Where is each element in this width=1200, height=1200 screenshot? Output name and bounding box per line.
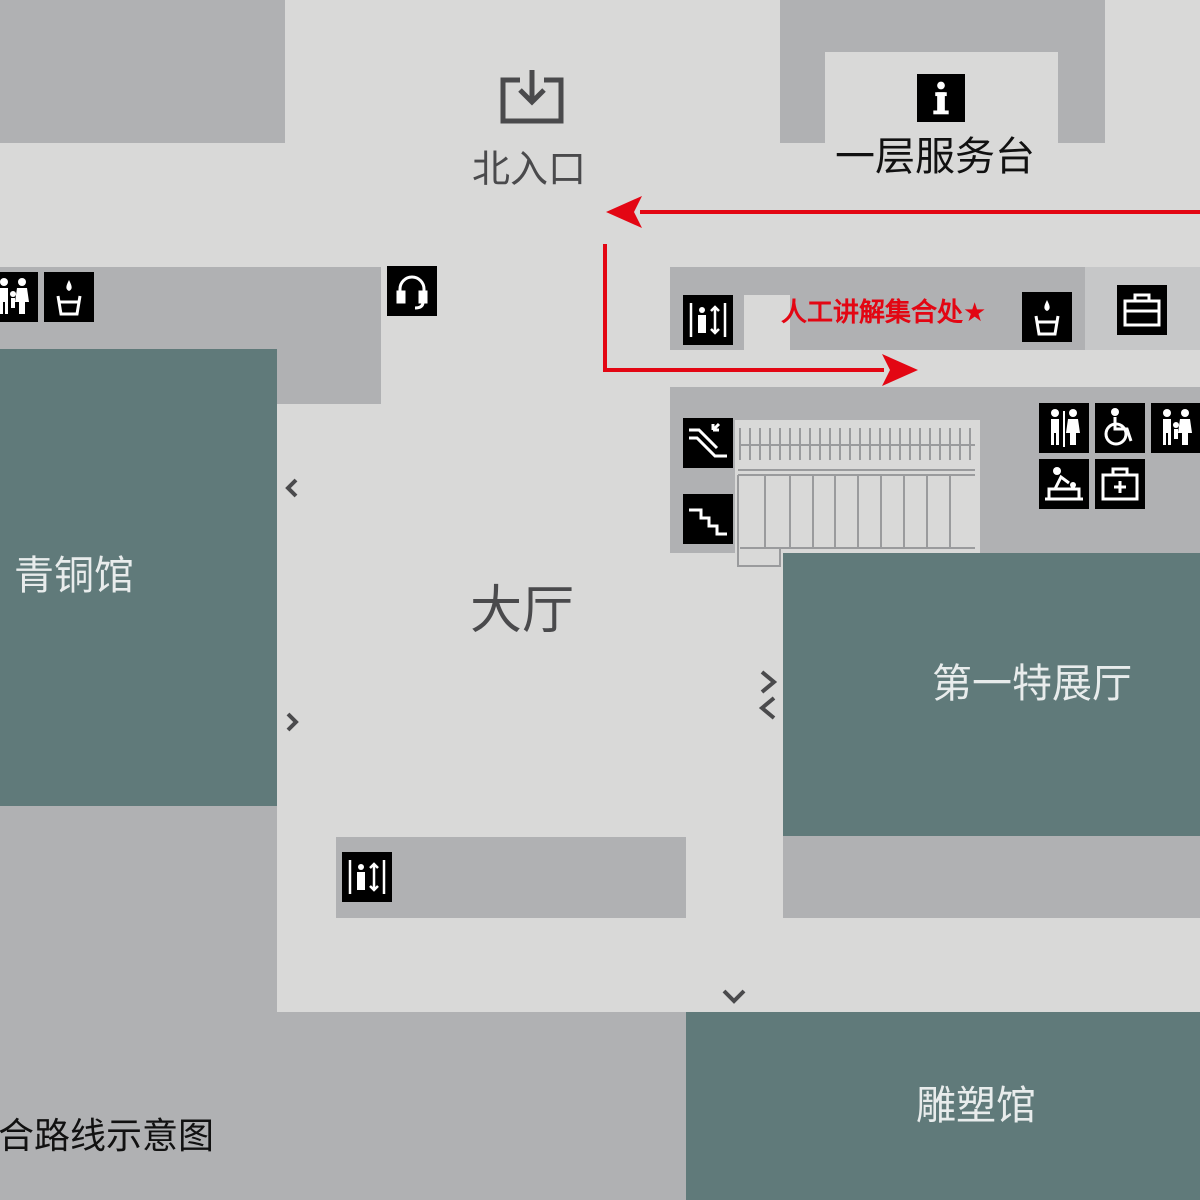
block-right-corridor-gap bbox=[744, 295, 790, 350]
locker-icon[interactable] bbox=[1117, 285, 1167, 335]
route-caption: 合路线示意图 bbox=[0, 1116, 215, 1157]
info-icon[interactable] bbox=[917, 74, 965, 122]
nursing-room-icon[interactable] bbox=[1039, 459, 1089, 509]
family-restroom-icon-2[interactable] bbox=[1151, 403, 1200, 453]
special-hall-1-label: 第一特展厅 bbox=[932, 661, 1132, 707]
sculpture-hall-label: 雕塑馆 bbox=[916, 1083, 1036, 1129]
entrance-icon[interactable] bbox=[500, 68, 564, 124]
bronze-hall-label: 青铜馆 bbox=[14, 553, 134, 599]
sculpture-hall[interactable] bbox=[686, 1012, 1200, 1200]
stairs-icon[interactable] bbox=[683, 494, 733, 544]
drinking-water-icon[interactable] bbox=[44, 272, 94, 322]
staircase-drawing bbox=[737, 428, 975, 567]
chevron-down-icon bbox=[722, 989, 746, 1004]
elevator-icon[interactable] bbox=[683, 295, 733, 345]
first-aid-icon[interactable] bbox=[1095, 459, 1145, 509]
family-restroom-icon[interactable] bbox=[0, 272, 38, 322]
route-arrow-bottom bbox=[603, 244, 884, 372]
block-right-corridor bbox=[670, 267, 1085, 350]
chevron-right-icon bbox=[286, 712, 299, 732]
service-desk-label: 一层服务台 bbox=[835, 134, 1035, 180]
block-lower-left bbox=[0, 806, 277, 1012]
route-arrowhead-bottom bbox=[882, 354, 918, 386]
elevator-icon-2[interactable] bbox=[342, 852, 392, 902]
special-hall-1[interactable] bbox=[783, 553, 1200, 836]
chevron-left-icon bbox=[285, 478, 298, 498]
audio-guide-icon[interactable] bbox=[387, 266, 437, 316]
chevron-double-icon bbox=[758, 670, 778, 720]
route-arrowhead-top bbox=[606, 196, 642, 228]
block-bottom-left bbox=[0, 1012, 686, 1200]
restroom-icon[interactable] bbox=[1039, 403, 1089, 453]
escalator-icon[interactable] bbox=[683, 418, 733, 468]
block-elevator-bar bbox=[336, 837, 686, 918]
block-top-left bbox=[0, 0, 285, 143]
accessible-icon[interactable] bbox=[1095, 403, 1145, 453]
bronze-hall[interactable] bbox=[0, 349, 277, 806]
block-lower-right bbox=[783, 836, 1200, 918]
north-entrance-label: 北入口 bbox=[472, 147, 587, 191]
drinking-water-icon-2[interactable] bbox=[1022, 292, 1072, 342]
assembly-point-label: 人工讲解集合处★ bbox=[781, 298, 987, 328]
main-hall-label: 大厅 bbox=[470, 581, 575, 641]
